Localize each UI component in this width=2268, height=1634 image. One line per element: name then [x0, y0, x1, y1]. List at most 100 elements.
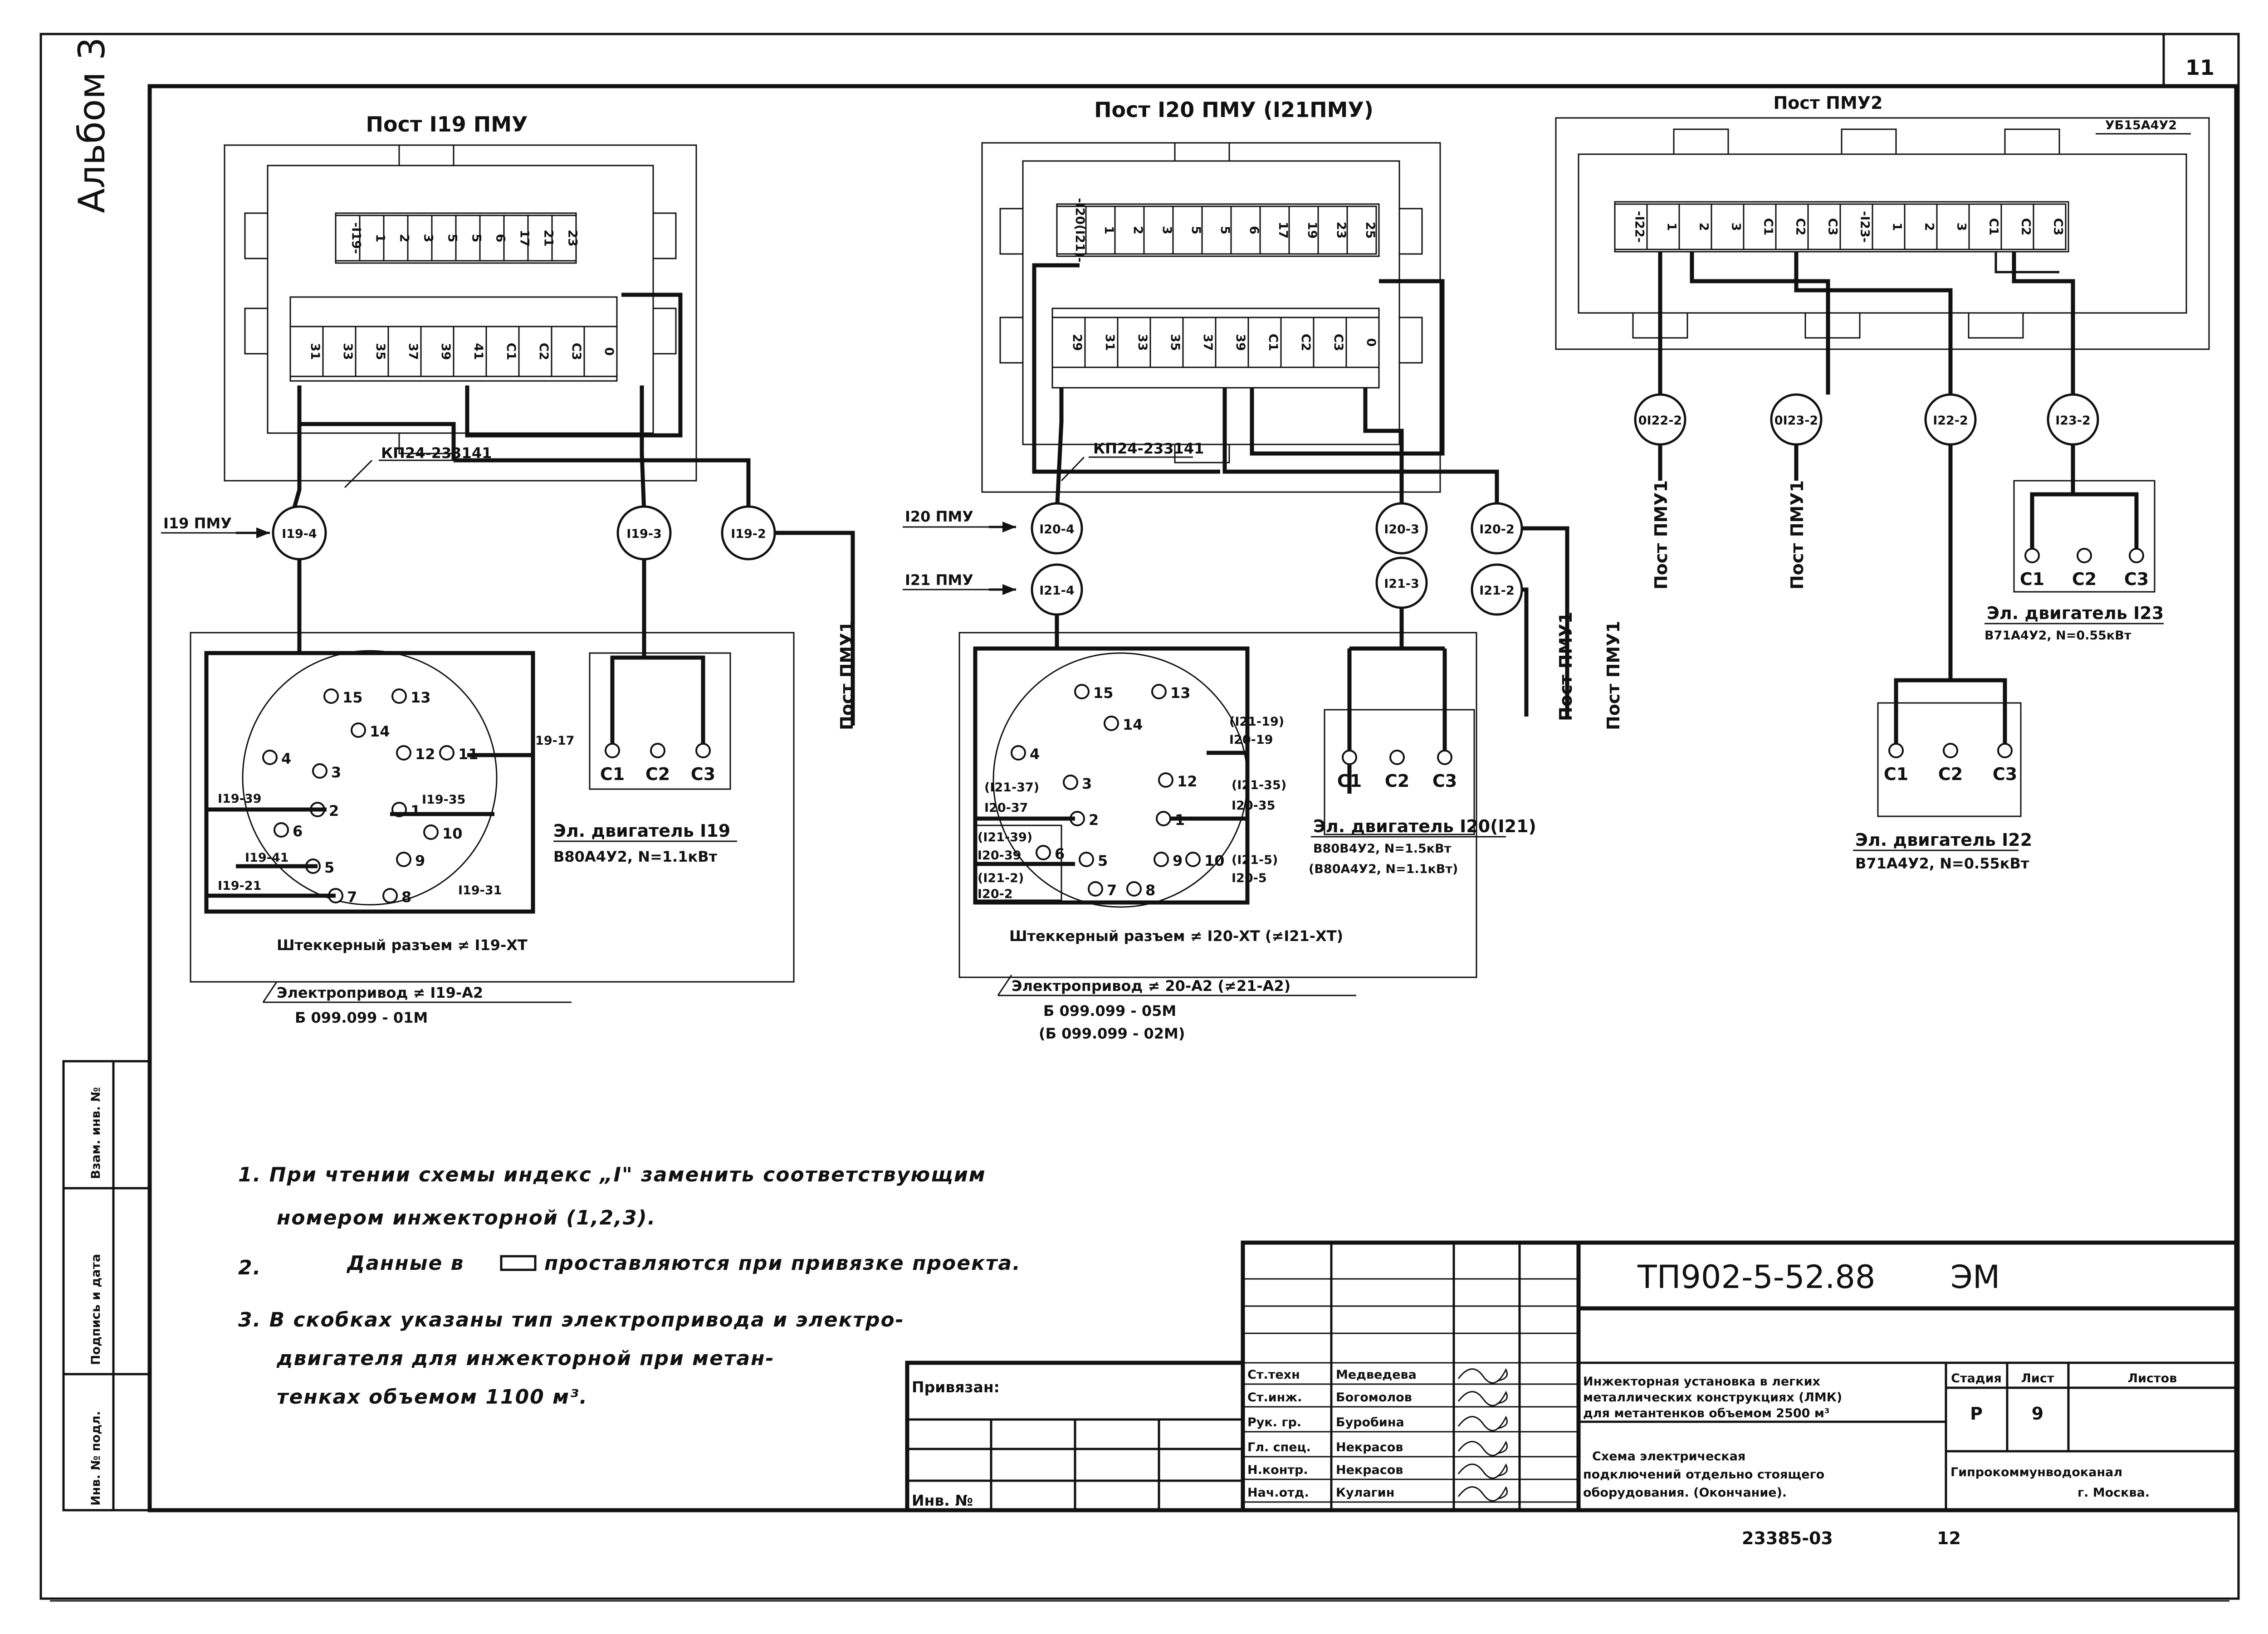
terminal-label: С3 [1826, 218, 1840, 236]
connector-pin-label: 14 [370, 723, 390, 740]
terminal-label: -I20(I21)- [1073, 198, 1087, 262]
svg-text:I20-4: I20-4 [1039, 522, 1075, 537]
motor-pin [605, 743, 620, 758]
stamp-replace-inv: Взам. инв. № [89, 1087, 103, 1179]
connector-pin-label: 9 [415, 852, 425, 869]
motor-120-spec-alt: (В80А4У2, N=1.1кВт) [1309, 862, 1458, 876]
motor-pin-label: С2 [645, 764, 670, 784]
svg-text:Инжекторная установка в легких: Инжекторная установка в легких [1583, 1375, 1820, 1389]
svg-text:I21-3: I21-3 [1384, 577, 1419, 591]
signature-mark [1457, 1486, 1508, 1502]
doc-mark: ЭМ [1950, 1258, 2000, 1296]
terminal-label: -I23- [1858, 211, 1872, 243]
motor-pin-label: С1 [1884, 764, 1908, 784]
terminal-label: 3 [421, 234, 435, 243]
connector-pin [1126, 881, 1142, 897]
svg-text:Пост ПМУ1: Пост ПМУ1 [1556, 612, 1576, 721]
terminal-label: 19 [1305, 222, 1319, 239]
connector-pin-label: 12 [415, 746, 435, 763]
terminal-label: 5 [445, 234, 459, 243]
motor-123-label: Эл. двигатель I23 [1987, 603, 2164, 623]
svg-text:I20-3: I20-3 [1384, 522, 1419, 537]
terminal-label: 1 [1665, 223, 1679, 231]
svg-text:I20-5: I20-5 [1232, 871, 1267, 885]
notes-block: 1. При чтении схемы индекс „I" заменить … [238, 1163, 1020, 1409]
connector-pin-label: 13 [1170, 684, 1191, 702]
connector-pin [382, 888, 398, 903]
connector-pin [1158, 772, 1173, 788]
terminal-label: 17 [1276, 222, 1290, 239]
terminal-label: 35 [1168, 334, 1182, 351]
connector-pin [1151, 684, 1167, 699]
terminal-label: 2 [397, 234, 411, 243]
note-2-num: 2. [238, 1256, 261, 1279]
post-119-input-label: I19 ПМУ [163, 515, 232, 532]
doc-code: ТП902-5-52.88 [1637, 1258, 1875, 1296]
terminal-label: С2 [1299, 334, 1313, 351]
svg-text:I20-2: I20-2 [978, 887, 1013, 901]
stamp-signature-date: Подпись и дата [89, 1254, 103, 1365]
motor-pin-label: С3 [1432, 771, 1457, 791]
motor-pin [1342, 750, 1357, 765]
terminal-label: 2 [1922, 223, 1936, 231]
terminal-label: С3 [569, 343, 583, 361]
connector-pin-label: 1 [411, 802, 420, 819]
terminal-label: -I22- [1633, 211, 1647, 243]
motor-119-box [589, 652, 731, 790]
motor-pin-label: С2 [1385, 771, 1409, 791]
terminal-label: 6 [1247, 226, 1261, 234]
terminal-label: 0 [602, 347, 616, 356]
svg-text:I19-31: I19-31 [458, 883, 502, 897]
terminal-label: С2 [2019, 218, 2033, 236]
post-120-title: Пост I20 ПМУ (I21ПМУ) [1094, 98, 1374, 122]
connector-pin-label: 5 [324, 859, 334, 876]
connector-pin [351, 722, 366, 738]
motor-pin [2129, 548, 2144, 563]
archive-no: 23385-03 [1742, 1528, 1833, 1548]
post-120-block-label: КП24-233141 [1093, 440, 1204, 457]
drive-120-code: Б 099.099 - 05М [1043, 1002, 1176, 1019]
svg-text:9: 9 [2032, 1404, 2043, 1424]
motor-120-label: Эл. двигатель I20(I21) [1313, 816, 1536, 836]
svg-text:I20-19: I20-19 [1229, 733, 1273, 747]
motor-pin [1389, 750, 1405, 765]
signature-mark [1457, 1390, 1508, 1406]
connector-pin-label: 13 [411, 689, 431, 706]
signature-mark [1457, 1415, 1508, 1431]
connector-pin-label: 2 [329, 802, 339, 819]
svg-text:I19-35: I19-35 [422, 793, 465, 807]
svg-text:0I22-2: 0I22-2 [1638, 414, 1682, 428]
connector-pin-label: 4 [1030, 746, 1040, 763]
connector-pin [274, 822, 289, 838]
terminal [2033, 203, 2067, 250]
drive-119-label: Электропривод ≠ I19-А2 [277, 984, 483, 1001]
motor-pin-label: С2 [2072, 569, 2097, 589]
svg-text:I19-17: I19-17 [531, 734, 574, 748]
motor-122-box [1877, 702, 2022, 817]
connector-119-caption: Штеккерный разъем ≠ I19-ХТ [277, 937, 528, 954]
svg-text:I19-3: I19-3 [626, 527, 662, 541]
terminal-label: С2 [1794, 218, 1808, 236]
svg-text:(I21-5): (I21-5) [1232, 853, 1278, 867]
motor-123-box [2013, 480, 2156, 593]
connector-pin [1154, 852, 1169, 867]
note-3: 3. В скобках указаны тип электропривода … [238, 1308, 904, 1332]
connector-pin [391, 688, 407, 704]
motor-122-spec: В71А4У2, N=0.55кВт [1855, 855, 2029, 872]
terminal [551, 215, 577, 262]
tb-role: Нач.отд. [1247, 1486, 1309, 1500]
connector-pin [1036, 845, 1051, 860]
motor-pin-label: С1 [600, 764, 625, 784]
svg-text:Пост ПМУ1: Пост ПМУ1 [1787, 480, 1807, 590]
svg-text:(I21-35): (I21-35) [1232, 778, 1286, 792]
connector-pin [1185, 852, 1201, 867]
connector-pin-label: 15 [1093, 684, 1114, 702]
